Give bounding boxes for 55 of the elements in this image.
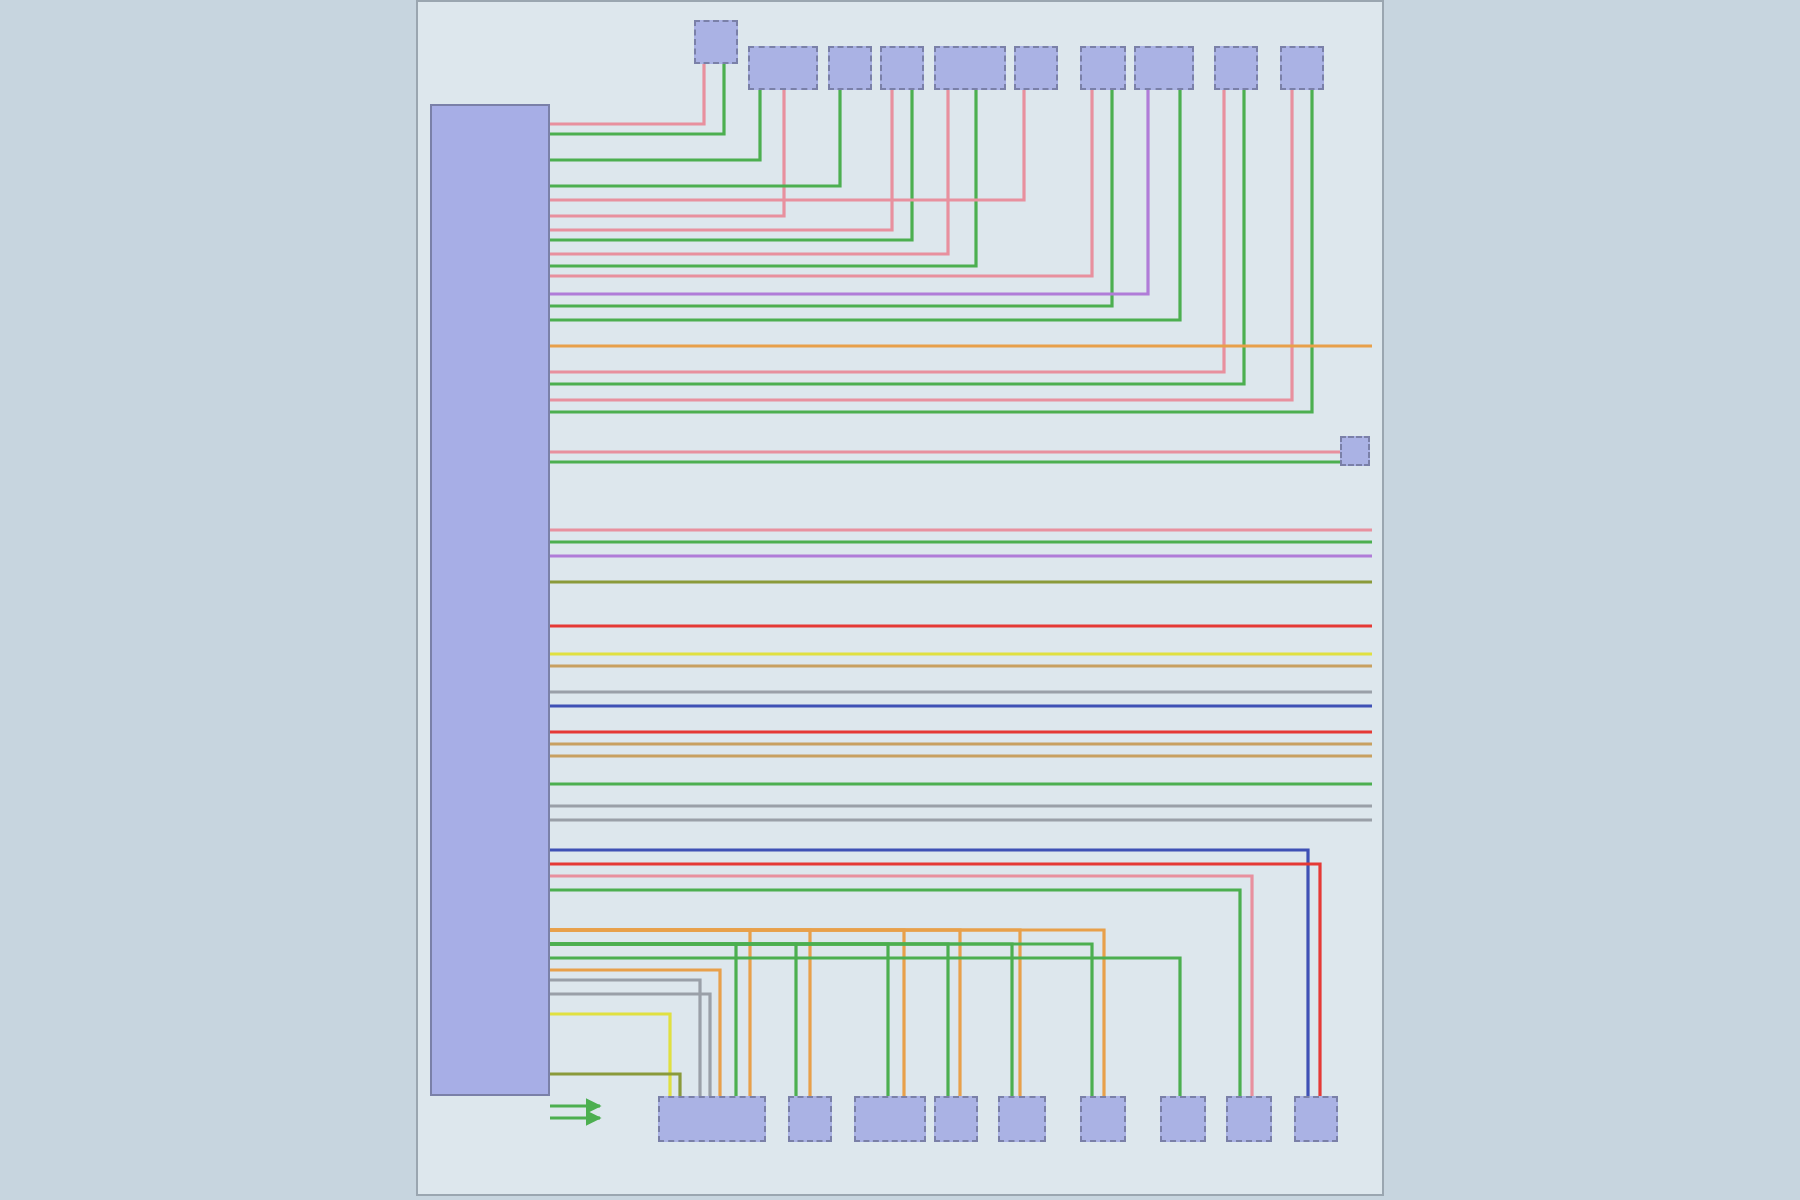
connector-box bbox=[1280, 46, 1324, 90]
connector-box bbox=[658, 1096, 766, 1142]
wire bbox=[550, 742, 1372, 746]
wire bbox=[550, 704, 1372, 708]
wire bbox=[550, 450, 1340, 454]
connector-box bbox=[934, 1096, 978, 1142]
wire bbox=[550, 1098, 602, 1114]
wire bbox=[550, 90, 1026, 202]
wire bbox=[550, 652, 1372, 656]
connector-box bbox=[1080, 1096, 1126, 1142]
connector-box bbox=[854, 1096, 926, 1142]
connector-box bbox=[748, 46, 818, 90]
wire bbox=[550, 554, 1372, 558]
connector-box bbox=[1080, 46, 1126, 90]
wire bbox=[550, 782, 1372, 786]
wire bbox=[550, 690, 1372, 694]
connector-box bbox=[998, 1096, 1046, 1142]
wire bbox=[550, 1072, 682, 1096]
connector-box bbox=[828, 46, 872, 90]
wire bbox=[550, 90, 762, 162]
wire bbox=[550, 664, 1372, 668]
control-module-box bbox=[430, 104, 550, 1096]
wire bbox=[550, 90, 842, 188]
connector-box bbox=[934, 46, 1006, 90]
wire bbox=[550, 818, 1372, 822]
wire bbox=[550, 90, 786, 218]
wire bbox=[550, 978, 702, 1096]
wire bbox=[550, 580, 1372, 584]
wire bbox=[550, 1110, 602, 1126]
wire bbox=[550, 1012, 672, 1096]
connector-box bbox=[1214, 46, 1258, 90]
wire bbox=[550, 540, 1372, 544]
wire bbox=[550, 804, 1372, 808]
connector-box bbox=[694, 20, 738, 64]
connector-box bbox=[1160, 1096, 1206, 1142]
wire bbox=[550, 528, 1372, 532]
wire bbox=[550, 460, 1340, 464]
wire bbox=[550, 730, 1372, 734]
connector-box bbox=[1340, 436, 1370, 466]
wire bbox=[550, 968, 722, 1096]
wire bbox=[550, 64, 726, 136]
connector-box bbox=[1134, 46, 1194, 90]
wire bbox=[550, 754, 1372, 758]
connector-box bbox=[1294, 1096, 1338, 1142]
wire bbox=[550, 956, 1182, 1096]
connector-box bbox=[788, 1096, 832, 1142]
connector-box bbox=[880, 46, 924, 90]
connector-box bbox=[1226, 1096, 1272, 1142]
wire bbox=[550, 992, 712, 1096]
wire bbox=[550, 64, 706, 126]
wire bbox=[550, 90, 1182, 322]
wire bbox=[550, 90, 1094, 278]
wire bbox=[550, 624, 1372, 628]
wire bbox=[550, 344, 1372, 348]
connector-box bbox=[1014, 46, 1058, 90]
